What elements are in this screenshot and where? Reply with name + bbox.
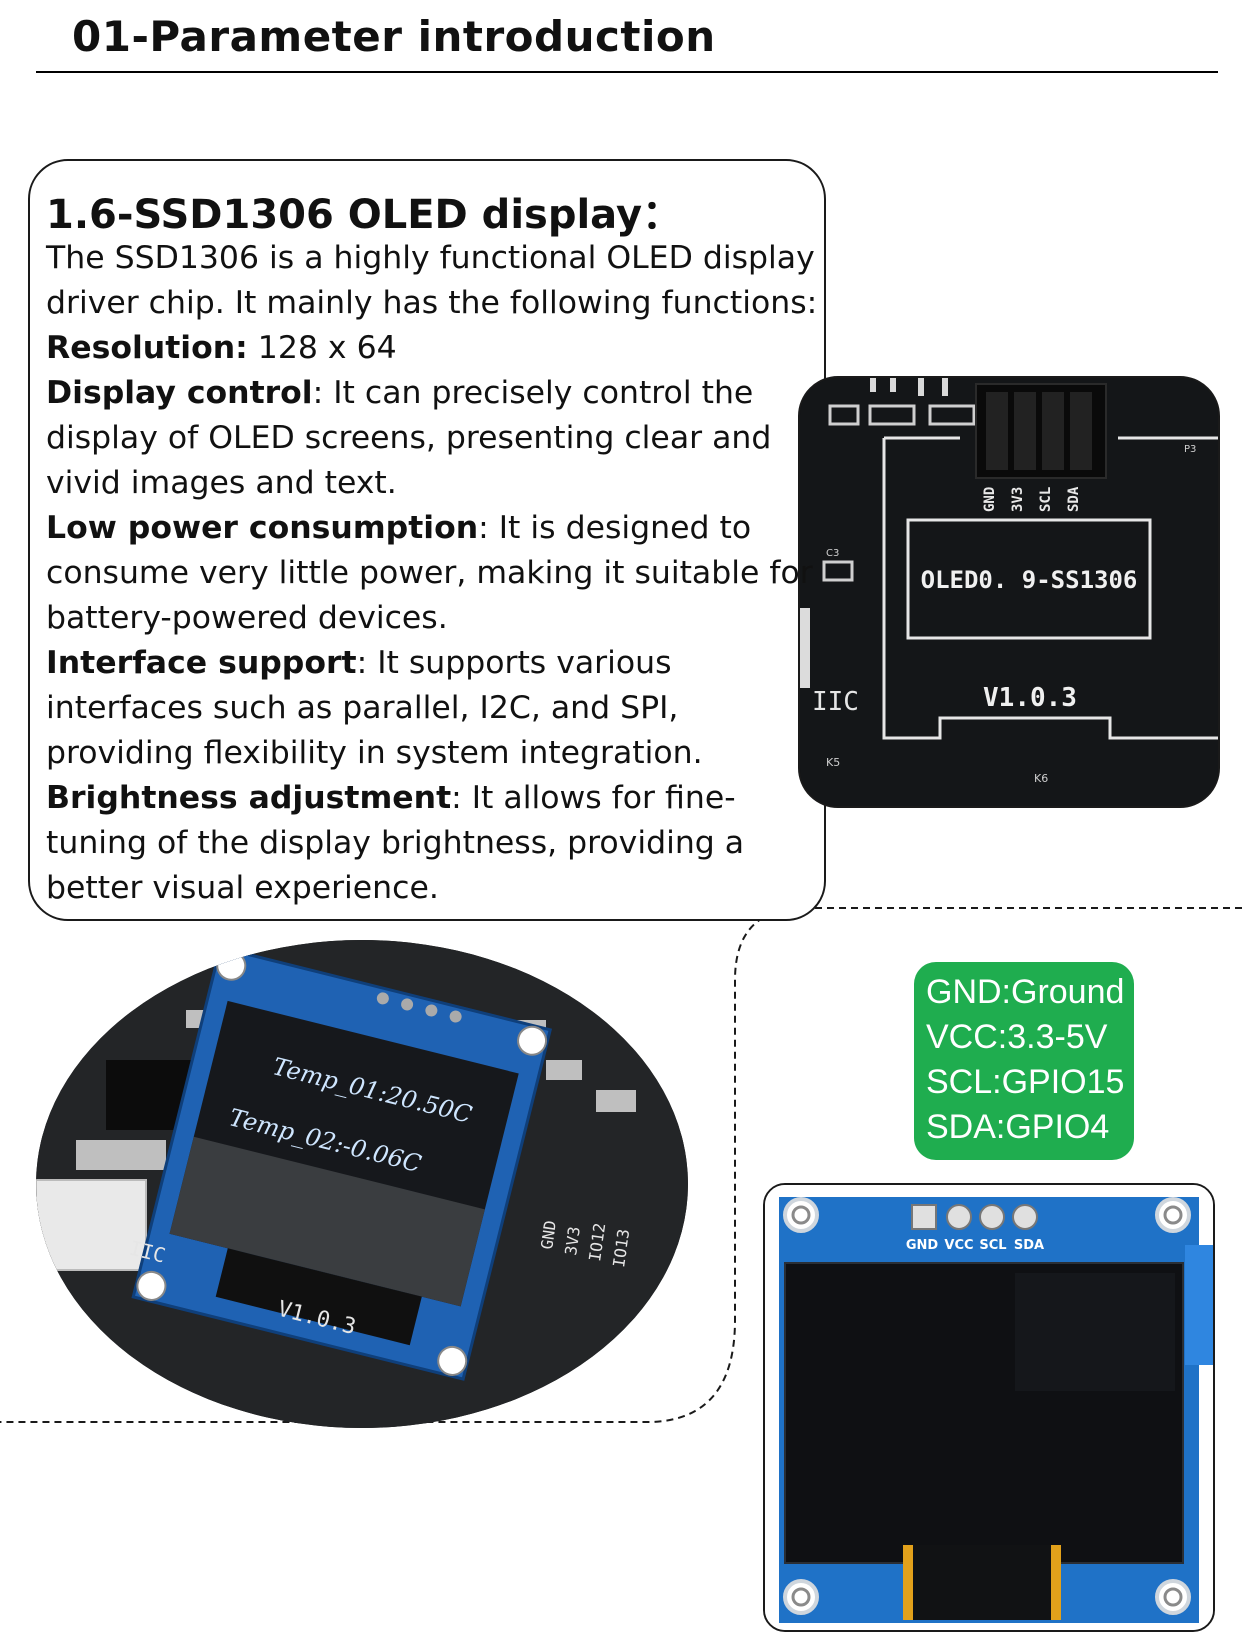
header-pin-label: SDA [1066, 486, 1082, 512]
feature-label: Low power consumption [46, 510, 479, 546]
header-pin-label: 3V3 [1010, 487, 1026, 512]
module-pin-label: SCL [979, 1238, 1006, 1253]
silk-model: OLED0. 9-SS1306 [921, 566, 1138, 594]
feature-low-power: Low power consumption: It is designed to… [46, 506, 826, 641]
spec-box [28, 159, 826, 921]
board-pin-label: GND [537, 1219, 560, 1250]
module-pin-label: VCC [944, 1238, 973, 1253]
board-pin-label: 3V3 [561, 1225, 584, 1256]
silk-iic: IIC [812, 687, 859, 717]
spec-intro: The SSD1306 is a highly functional OLED … [46, 240, 818, 321]
feature-text: : It allows for fine-tuning of the displ… [46, 780, 745, 906]
header-pin-label: GND [982, 487, 998, 512]
feature-label: Interface support [46, 645, 357, 681]
feature-interface-support: Interface support: It supports various i… [46, 641, 826, 776]
feature-display-control: Display control: It can precisely contro… [46, 371, 826, 506]
title-divider [36, 71, 1218, 73]
module-pin-label: GND [906, 1238, 939, 1253]
pin-map-gnd: GND:Ground [926, 973, 1125, 1011]
feature-label: Brightness adjustment [46, 780, 452, 816]
silk-c3: C3 [826, 548, 839, 559]
page-title: 01-Parameter introduction [72, 12, 716, 61]
silk-p3: P3 [1184, 444, 1196, 455]
spec-heading: 1.6-SSD1306 OLED display： [46, 192, 683, 238]
board-running-oled-photo: Temp_01:20.50C Temp_02:-0.06C GND 3V3 IO… [36, 940, 688, 1428]
silk-k5: K5 [826, 756, 840, 769]
board-header-photo: GND 3V3 SCL SDA P3 OLED0. 9-SS1306 V1.0.… [798, 376, 1220, 808]
module-pin-label: SDA [1014, 1238, 1044, 1253]
pin-map-sda: SDA:GPIO4 [926, 1108, 1110, 1146]
silk-k6: K6 [1034, 772, 1048, 785]
feature-resolution: Resolution: 128 x 64 [46, 326, 826, 371]
feature-text: : It is designed to consume very little … [46, 510, 813, 636]
pin-map-vcc: VCC:3.3-5V [926, 1018, 1108, 1056]
header-pin-label: SCL [1038, 487, 1054, 512]
feature-brightness: Brightness adjustment: It allows for fin… [46, 776, 826, 911]
pin-map-box: GND:Ground VCC:3.3-5V SCL:GPIO15 SDA:GPI… [914, 962, 1134, 1160]
feature-text: : It can precisely control the display o… [46, 375, 772, 501]
spec-body: The SSD1306 is a highly functional OLED … [46, 236, 826, 911]
silk-version: V1.0.3 [983, 683, 1077, 713]
feature-label: Resolution: [46, 330, 248, 366]
oled-module-photo: GND VCC SCL SDA [763, 1183, 1215, 1632]
feature-label: Display control [46, 375, 313, 411]
feature-text: : It supports various interfaces such as… [46, 645, 703, 771]
pin-map-scl: SCL:GPIO15 [926, 1063, 1125, 1101]
feature-text: 128 x 64 [247, 330, 397, 366]
